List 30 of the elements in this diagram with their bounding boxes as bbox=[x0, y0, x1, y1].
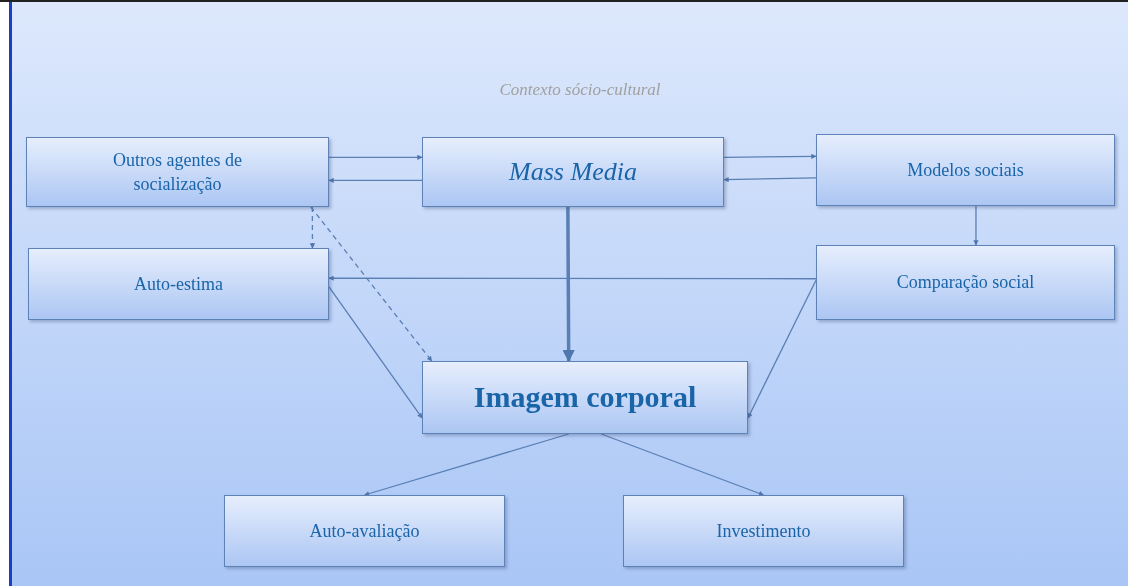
box-label: Modelos sociais bbox=[907, 158, 1024, 182]
arrow bbox=[363, 433, 570, 497]
arrow bbox=[723, 177, 817, 183]
concept-box bbox=[224, 495, 505, 567]
concept-box bbox=[422, 361, 748, 434]
concept-box bbox=[28, 248, 329, 320]
arrow bbox=[328, 275, 817, 281]
box-label: Auto-estima bbox=[134, 272, 223, 296]
arrow bbox=[328, 286, 423, 419]
box-label: Investimento bbox=[716, 519, 811, 543]
arrow bbox=[328, 154, 423, 160]
arrow bbox=[328, 177, 423, 183]
box-label: Mass Media bbox=[509, 156, 637, 189]
concept-box bbox=[422, 137, 724, 207]
box-label: Outros agentes de socialização bbox=[112, 148, 243, 196]
arrow bbox=[973, 205, 979, 246]
arrow bbox=[723, 153, 817, 159]
arrow bbox=[600, 433, 765, 496]
arrow bbox=[562, 207, 575, 363]
concept-box bbox=[816, 245, 1115, 320]
diagram-title: Contexto sócio-cultural bbox=[498, 80, 662, 100]
arrow bbox=[309, 206, 316, 249]
box-label: Comparação social bbox=[896, 271, 1035, 295]
box-label: Imagem corporal bbox=[473, 379, 697, 416]
concept-box bbox=[816, 134, 1115, 206]
concept-box bbox=[623, 495, 904, 567]
arrow bbox=[747, 279, 817, 419]
arrow bbox=[310, 206, 433, 362]
box-label: Auto-avaliação bbox=[309, 519, 420, 543]
concept-box bbox=[26, 137, 329, 207]
